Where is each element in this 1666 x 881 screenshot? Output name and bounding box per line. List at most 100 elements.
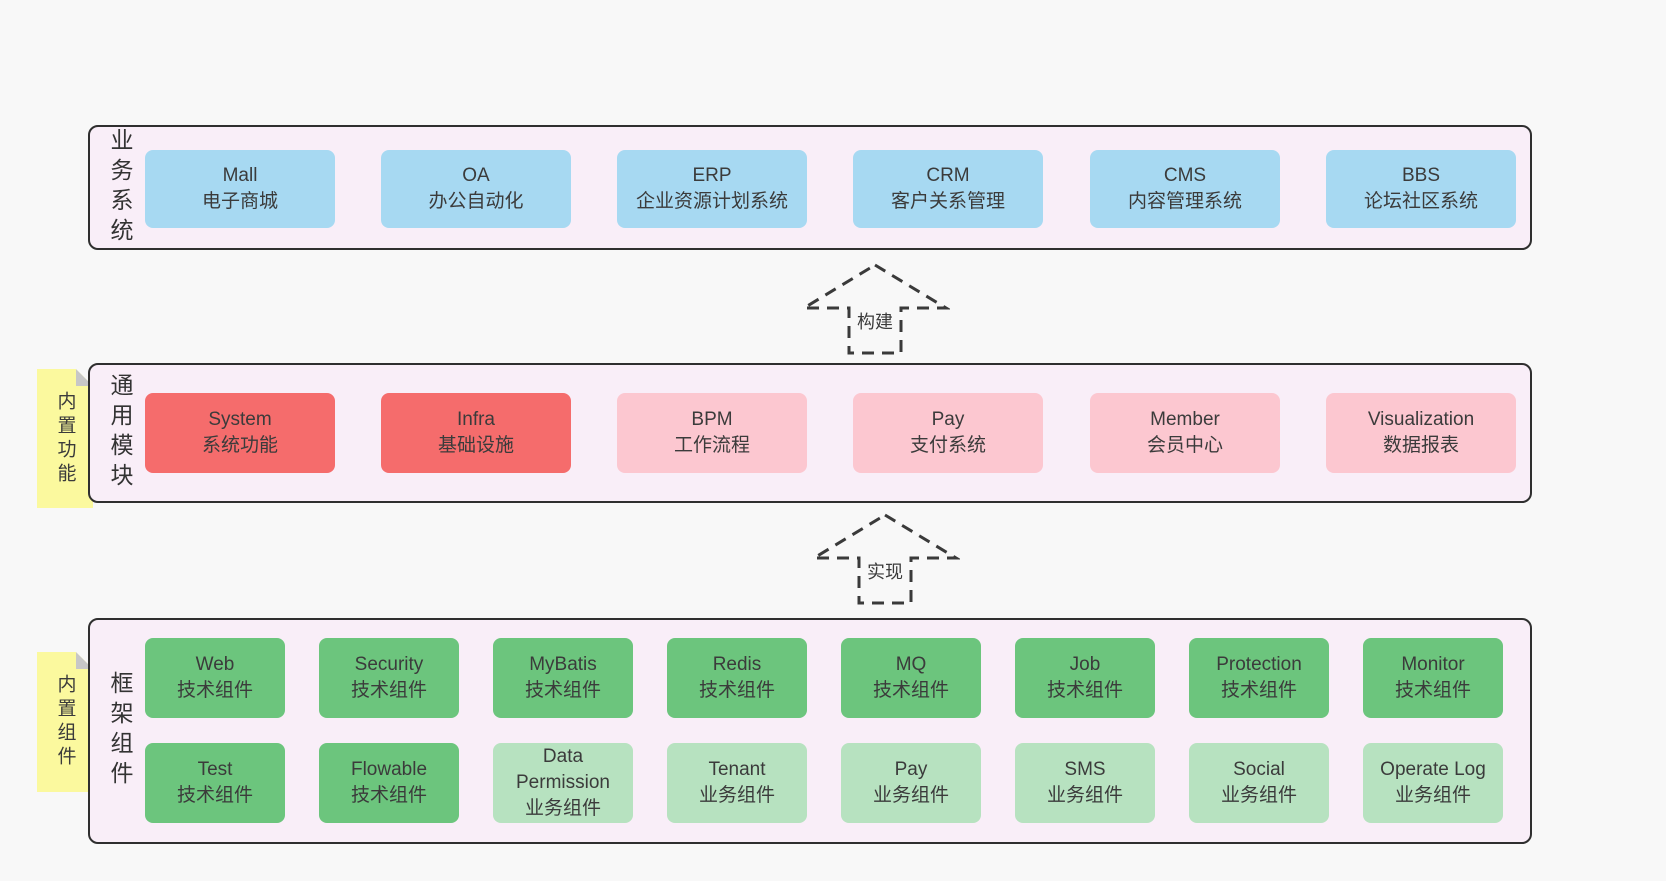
box-pay-biz: Pay 业务组件 [841, 743, 981, 823]
box-subtitle: 支付系统 [909, 435, 986, 456]
box-title: Pay [931, 409, 965, 430]
box-flowable: Flowable 技术组件 [319, 743, 459, 823]
box-subtitle: 业务组件 [1394, 785, 1471, 806]
box-subtitle: 工作流程 [673, 435, 750, 456]
box-title: Operate Log [1380, 759, 1486, 780]
box-title: Data Permission [516, 746, 610, 793]
box-pay: Pay 支付系统 [853, 393, 1043, 473]
box-subtitle: 技术组件 [1220, 680, 1297, 701]
box-title: Infra [456, 409, 496, 430]
sticky-note-label: 内置组件 [54, 674, 76, 770]
band-business-systems: 业务系统 Mall 电子商城 OA 办公自动化 ERP 企业资源计划系统 CRM… [88, 125, 1532, 250]
box-title: Monitor [1401, 654, 1465, 675]
band-common-modules: 通用模块 System 系统功能 Infra 基础设施 BPM 工作流程 Pay… [88, 363, 1532, 503]
box-title: Security [354, 654, 424, 675]
arrow-build-label: 构建 [853, 308, 897, 334]
box-title: ERP [692, 165, 732, 186]
box-subtitle: 技术组件 [524, 680, 601, 701]
box-title: BBS [1401, 165, 1441, 186]
block-arrow-up-icon [800, 263, 950, 355]
arrow-implement-label: 实现 [863, 558, 907, 584]
box-subtitle: 业务组件 [872, 785, 949, 806]
block-arrow-up-icon [810, 513, 960, 605]
band-framework-components: 框架组件 Web 技术组件 Security 技术组件 MyBatis 技术组件… [88, 618, 1532, 844]
box-title: CRM [926, 165, 970, 186]
sticky-note-label: 内置功能 [54, 390, 76, 487]
box-title: Job [1069, 654, 1101, 675]
box-subtitle: 技术组件 [350, 680, 427, 701]
box-subtitle: 业务组件 [1220, 785, 1297, 806]
box-erp: ERP 企业资源计划系统 [617, 150, 807, 228]
box-title: Web [195, 654, 235, 675]
arrow-implement: 实现 [810, 512, 960, 606]
box-title: Pay [894, 759, 928, 780]
arrow-build: 构建 [800, 262, 950, 356]
box-oa: OA 办公自动化 [381, 150, 571, 228]
box-visualization: Visualization 数据报表 [1326, 393, 1516, 473]
box-title: Tenant [708, 759, 766, 780]
box-title: BPM [691, 409, 733, 430]
band-label-framework-components: 框架组件 [107, 671, 133, 791]
box-tenant: Tenant 业务组件 [667, 743, 807, 823]
box-subtitle: 基础设施 [437, 435, 514, 456]
box-subtitle: 会员中心 [1146, 435, 1223, 456]
box-web: Web 技术组件 [145, 638, 285, 718]
box-subtitle: 企业资源计划系统 [635, 191, 788, 212]
box-title: Visualization [1367, 409, 1475, 430]
box-bpm: BPM 工作流程 [617, 393, 807, 473]
box-subtitle: 业务组件 [1046, 785, 1123, 806]
box-title: CMS [1163, 165, 1207, 186]
box-cms: CMS 内容管理系统 [1090, 150, 1280, 228]
box-operate-log: Operate Log 业务组件 [1363, 743, 1503, 823]
box-mq: MQ 技术组件 [841, 638, 981, 718]
box-protection: Protection 技术组件 [1189, 638, 1329, 718]
box-title: MQ [895, 654, 927, 675]
sticky-note-built-in-features: 内置功能 [37, 369, 93, 508]
box-mybatis: MyBatis 技术组件 [493, 638, 633, 718]
box-subtitle: 技术组件 [350, 785, 427, 806]
box-subtitle: 业务组件 [698, 785, 775, 806]
box-data-permission: Data Permission 业务组件 [493, 743, 633, 823]
box-title: SMS [1064, 759, 1106, 780]
box-title: Protection [1216, 654, 1302, 675]
box-subtitle: 技术组件 [176, 785, 253, 806]
box-subtitle: 客户关系管理 [890, 191, 1005, 212]
box-title: Redis [712, 654, 762, 675]
box-subtitle: 电子商城 [201, 191, 278, 212]
box-subtitle: 数据报表 [1382, 435, 1459, 456]
box-subtitle: 技术组件 [176, 680, 253, 701]
box-job: Job 技术组件 [1015, 638, 1155, 718]
box-subtitle: 内容管理系统 [1127, 191, 1242, 212]
box-title: Member [1150, 409, 1220, 430]
box-title: MyBatis [529, 654, 597, 675]
box-crm: CRM 客户关系管理 [853, 150, 1043, 228]
box-subtitle: 技术组件 [1394, 680, 1471, 701]
box-title: Mall [222, 165, 258, 186]
box-redis: Redis 技术组件 [667, 638, 807, 718]
sticky-note-built-in-components: 内置组件 [37, 652, 93, 792]
box-monitor: Monitor 技术组件 [1363, 638, 1503, 718]
box-security: Security 技术组件 [319, 638, 459, 718]
box-title: OA [462, 165, 490, 186]
box-subtitle: 系统功能 [201, 435, 278, 456]
box-infra: Infra 基础设施 [381, 393, 571, 473]
box-subtitle: 技术组件 [872, 680, 949, 701]
box-subtitle: 办公自动化 [428, 191, 524, 212]
box-title: Flowable [350, 759, 428, 780]
band-label-business-systems: 业务系统 [107, 127, 133, 248]
box-mall: Mall 电子商城 [145, 150, 335, 228]
box-subtitle: 论坛社区系统 [1363, 191, 1478, 212]
box-subtitle: 业务组件 [524, 798, 601, 819]
band-label-common-modules: 通用模块 [107, 373, 133, 493]
box-system: System 系统功能 [145, 393, 335, 473]
box-title: System [208, 409, 272, 430]
box-subtitle: 技术组件 [698, 680, 775, 701]
box-sms: SMS 业务组件 [1015, 743, 1155, 823]
box-social: Social 业务组件 [1189, 743, 1329, 823]
box-title: Social [1233, 759, 1285, 780]
box-subtitle: 技术组件 [1046, 680, 1123, 701]
box-title: Test [197, 759, 233, 780]
box-bbs: BBS 论坛社区系统 [1326, 150, 1516, 228]
box-test: Test 技术组件 [145, 743, 285, 823]
